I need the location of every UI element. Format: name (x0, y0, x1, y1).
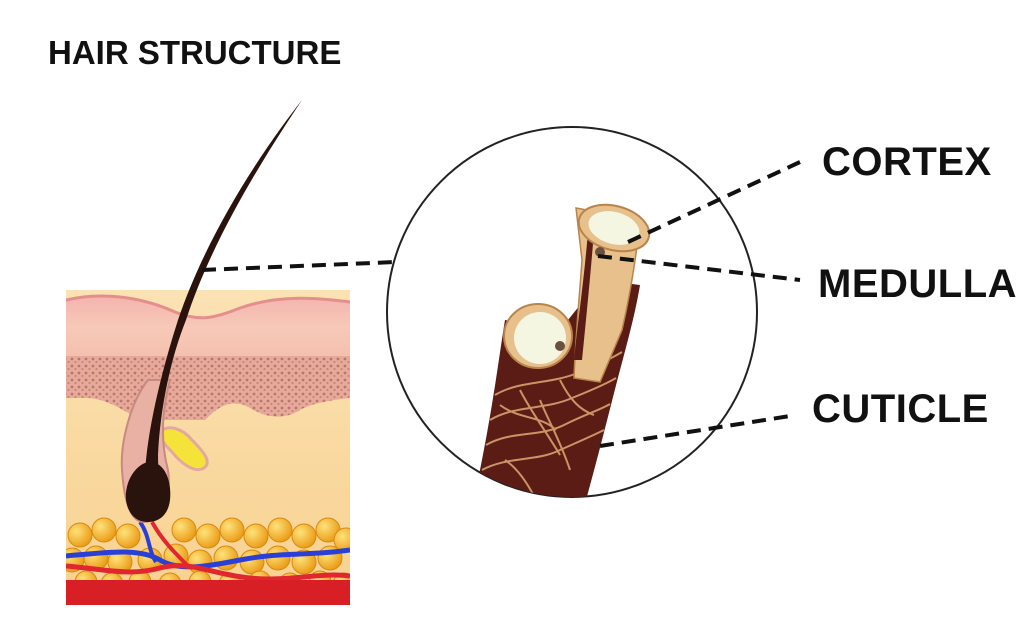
medulla-pointer-line (597, 254, 801, 282)
top-medulla-core (588, 211, 640, 245)
lower-medulla-dot (555, 341, 565, 351)
top-medulla-dot (595, 247, 605, 257)
subcutaneous-base (66, 580, 350, 605)
epidermis-layer (66, 296, 350, 360)
artery-red (66, 563, 350, 582)
cuticle-scales (481, 351, 623, 497)
capillary-red (150, 521, 190, 568)
diagram-title: HAIR STRUCTURE (48, 34, 342, 71)
skin-cross-section (66, 290, 350, 605)
hair-bulb (125, 462, 171, 522)
capillary-blue (138, 520, 158, 564)
cortex-pointer-line (627, 160, 801, 244)
cuticle-label: CUTICLE (812, 387, 989, 431)
epidermis-surface-line (66, 294, 350, 320)
cuticle-pointer-line (599, 414, 791, 448)
lower-medulla-core (514, 312, 566, 364)
medulla-groove (574, 232, 594, 360)
sebaceous-gland (158, 426, 209, 471)
medulla-label: MEDULLA (818, 262, 1018, 306)
connector-line (201, 260, 397, 272)
cortex-label: CORTEX (822, 140, 992, 184)
